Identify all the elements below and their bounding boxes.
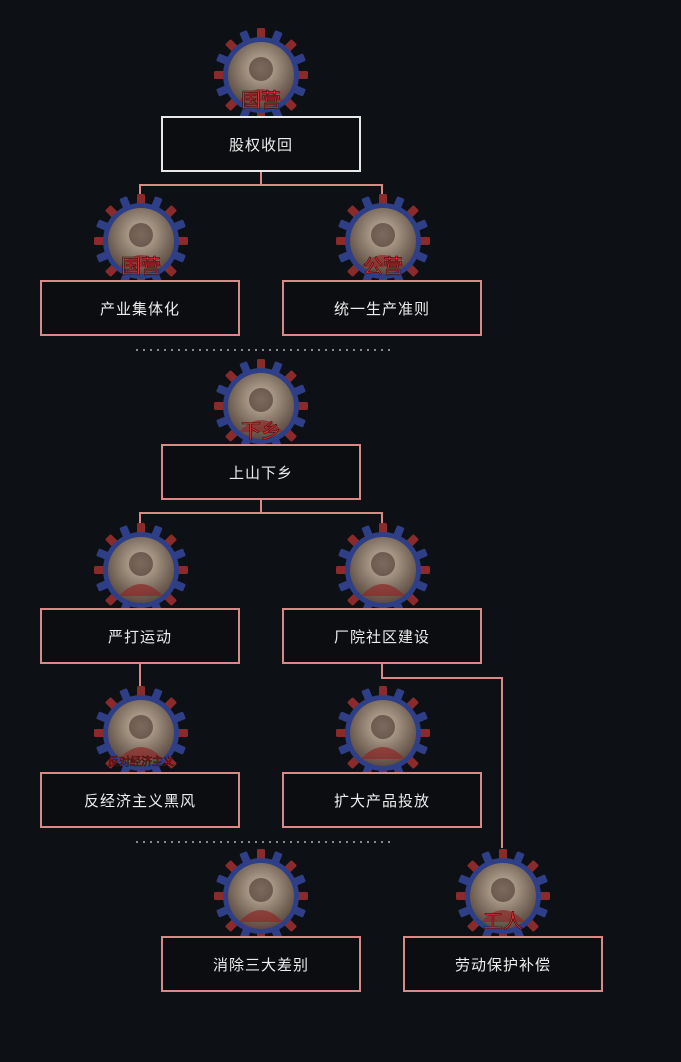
connector-line [261,512,383,528]
molecule-icon: 国营 [94,194,188,288]
connector-line [139,500,262,528]
propaganda-poster-icon [94,523,188,617]
gloves-shield-icon: 工人 [456,849,550,943]
poster-arrow-icon [214,849,308,943]
mutual-exclusion-dots [136,349,392,843]
focus-box-unified-production-rules[interactable]: 统一生产准则 [282,280,482,336]
focus-label: 上山下乡 [228,463,293,482]
icon-stamp-text: 下乡 [241,419,281,443]
focus-label: 产业集体化 [99,299,180,318]
focus-box-industry-collectivization[interactable]: 产业集体化 [40,280,240,336]
focus-label: 股权收回 [228,135,293,154]
focus-label: 统一生产准则 [333,299,430,318]
focus-box-factory-community[interactable]: 厂院社区建设 [282,608,482,664]
icon-stamp-text: 反对经济主义 [108,754,174,768]
focus-label: 消除三大差别 [212,955,309,974]
focus-label: 劳动保护补偿 [454,955,551,974]
focus-box-up-mountains-down-villages[interactable]: 上山下乡 [161,444,361,500]
worker-gear-icon [336,523,430,617]
focus-box-expand-products[interactable]: 扩大产品投放 [282,772,482,828]
focus-label: 反经济主义黑风 [83,791,196,810]
tree-connectors [139,172,503,848]
focus-box-eliminate-three-differences[interactable]: 消除三大差别 [161,936,361,992]
icon-stamp-text: 公营 [363,254,403,278]
caliper-blueprint-icon: 公营 [336,194,430,288]
gear-teeth [336,686,430,780]
icon-stamp-text: 国营 [241,88,281,112]
focus-box-strike-hard-campaign[interactable]: 严打运动 [40,608,240,664]
connector-line [261,184,383,200]
icon-stamp-text: 工人 [483,909,523,933]
focus-label: 扩大产品投放 [333,791,430,810]
icon-stamp-text: 国营 [121,254,161,278]
worker-fist-icon: 反对经济主义 [94,686,188,780]
connector-line [381,664,503,848]
food-supplies-icon [336,686,430,780]
focus-box-labor-protection[interactable]: 劳动保护补偿 [403,936,603,992]
focus-label: 厂院社区建设 [333,627,430,646]
focus-box-anti-economism[interactable]: 反经济主义黑风 [40,772,240,828]
focus-box-equity-recovery[interactable]: 股权收回 [161,116,361,172]
focus-label: 严打运动 [107,627,172,646]
connector-line [139,172,262,200]
worker-hammer-icon: 下乡 [214,359,308,453]
turbine-icon: 国营 [214,28,308,122]
